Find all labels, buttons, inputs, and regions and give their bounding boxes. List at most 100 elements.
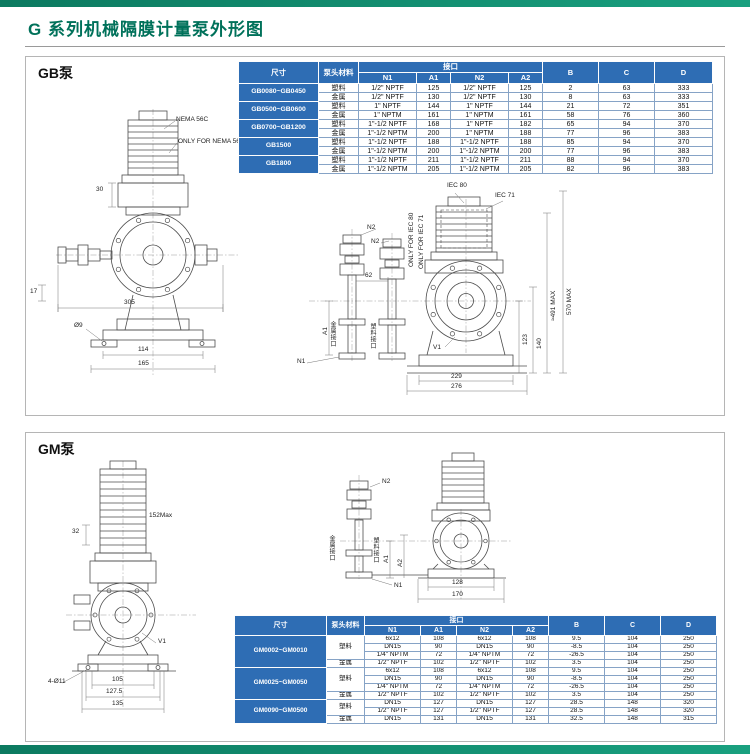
value-cell-c: 94	[598, 155, 655, 165]
value-cell-b: 21	[542, 101, 599, 111]
dimension-label: 140	[536, 338, 543, 349]
base-plate	[102, 329, 204, 341]
value-cell-n1: 6x12	[364, 635, 421, 644]
dimension-label: 105	[112, 676, 123, 683]
col-header-d: D	[654, 61, 713, 84]
size-cell: GB1800	[238, 155, 319, 174]
value-cell-a2: 131	[512, 715, 549, 724]
value-cell-n2: 1" NPTF	[450, 119, 509, 129]
col-header-material: 泵头材料	[318, 61, 359, 84]
value-cell-c: 104	[604, 635, 661, 644]
value-cell-c: 96	[598, 146, 655, 156]
col-header-n2: N2	[456, 625, 513, 636]
gearbox	[424, 259, 504, 274]
value-cell-d: 250	[660, 651, 717, 660]
value-cell-a1: 131	[420, 715, 457, 724]
value-cell-c: 104	[604, 691, 661, 700]
size-cell: GM0025~GM0050	[234, 667, 327, 700]
value-cell-b: 3.5	[548, 691, 605, 700]
col-header-n1: N1	[364, 625, 421, 636]
value-cell-n1: 1" NPTF	[358, 101, 417, 111]
value-cell-n2: 1/2" NPTF	[456, 707, 513, 716]
value-cell-b: 8	[542, 92, 599, 102]
col-header-b: B	[542, 61, 599, 84]
value-cell-n1: 1/2" NPTF	[358, 92, 417, 102]
value-cell-n2: 1/2" NPTF	[456, 659, 513, 668]
dimension-label: 170	[452, 591, 463, 598]
gearbox	[431, 509, 491, 522]
material-cell: 塑料	[318, 119, 359, 129]
size-cell: GM0002~GM0010	[234, 635, 327, 668]
value-cell-a2: 161	[508, 110, 543, 120]
value-cell-c: 104	[604, 675, 661, 684]
col-header-a2: A2	[512, 625, 549, 636]
col-header-n2: N2	[450, 72, 509, 84]
pump-outline	[345, 452, 506, 579]
gb-section-label: GB泵	[38, 65, 73, 81]
value-cell-a2: 188	[508, 137, 543, 147]
value-cell-c: 63	[598, 92, 655, 102]
value-cell-c: 104	[604, 643, 661, 652]
value-cell-b: 28.5	[548, 699, 605, 708]
col-header-material: 泵头材料	[326, 615, 365, 636]
value-cell-n2: 1"-1/2 NPTM	[450, 164, 509, 174]
dimension-label: 229	[451, 373, 462, 380]
value-cell-a2: 211	[508, 155, 543, 165]
value-cell-n1: 1"-1/2 NPTF	[358, 155, 417, 165]
value-cell-n1: 1/4" NPTM	[364, 683, 421, 692]
bolt-circle	[434, 517, 488, 565]
value-cell-n1: 1"-1/2 NPTF	[358, 119, 417, 129]
value-cell-n2: 1"-1/2 NPTF	[450, 137, 509, 147]
motor-body	[435, 205, 493, 253]
value-cell-a2: 127	[512, 699, 549, 708]
value-cell-a1: 90	[420, 675, 457, 684]
value-cell-n1: 1/2" NPTF	[364, 659, 421, 668]
value-cell-c: 96	[598, 164, 655, 174]
gm-section-label: GM泵	[38, 441, 75, 457]
value-cell-n2: DN15	[456, 715, 513, 724]
dimension-label: ≈491 MAX	[550, 290, 557, 321]
dimension-label: 塑料接口	[372, 537, 378, 563]
dimension-label: N2	[382, 478, 391, 485]
dimension-label: IEC 80	[447, 182, 467, 189]
dimension-label: 塑料接口	[369, 323, 375, 349]
value-cell-b: -26.5	[548, 651, 605, 660]
pump-head	[425, 260, 507, 342]
value-cell-n2: 1/4" NPTM	[456, 651, 513, 660]
value-cell-n2: 6x12	[456, 667, 513, 676]
value-cell-n2: 1/2" NPTF	[456, 691, 513, 700]
dimension-label: 32	[72, 528, 80, 535]
value-cell-a1: 127	[420, 699, 457, 708]
size-cell: GB0080~GB0450	[238, 83, 319, 102]
dimension-label: 30	[96, 186, 104, 193]
value-cell-b: 9.5	[548, 667, 605, 676]
motor-cap	[451, 452, 475, 462]
col-header-a1: A1	[420, 625, 457, 636]
size-cell: GB0500~GB0600	[238, 101, 319, 120]
value-cell-b: 28.5	[548, 707, 605, 716]
value-cell-d: 333	[654, 92, 713, 102]
value-cell-d: 383	[654, 128, 713, 138]
dimension-label: 305	[124, 299, 135, 306]
value-cell-a2: 108	[512, 667, 549, 676]
dimension-label: 128	[452, 579, 463, 586]
size-cell: GB1500	[238, 137, 319, 156]
page-title: G 系列机械隔膜计量泵外形图	[28, 20, 264, 39]
col-header-interface: 接口	[358, 61, 543, 73]
dimension-label: 金属接口	[328, 535, 334, 561]
value-cell-a1: 130	[416, 92, 451, 102]
dimension-label: ONLY FOR IEC 80	[408, 212, 415, 267]
value-cell-a2: 130	[508, 92, 543, 102]
value-cell-a2: 90	[512, 675, 549, 684]
centerlines	[66, 461, 196, 707]
value-cell-b: 32.5	[548, 715, 605, 724]
